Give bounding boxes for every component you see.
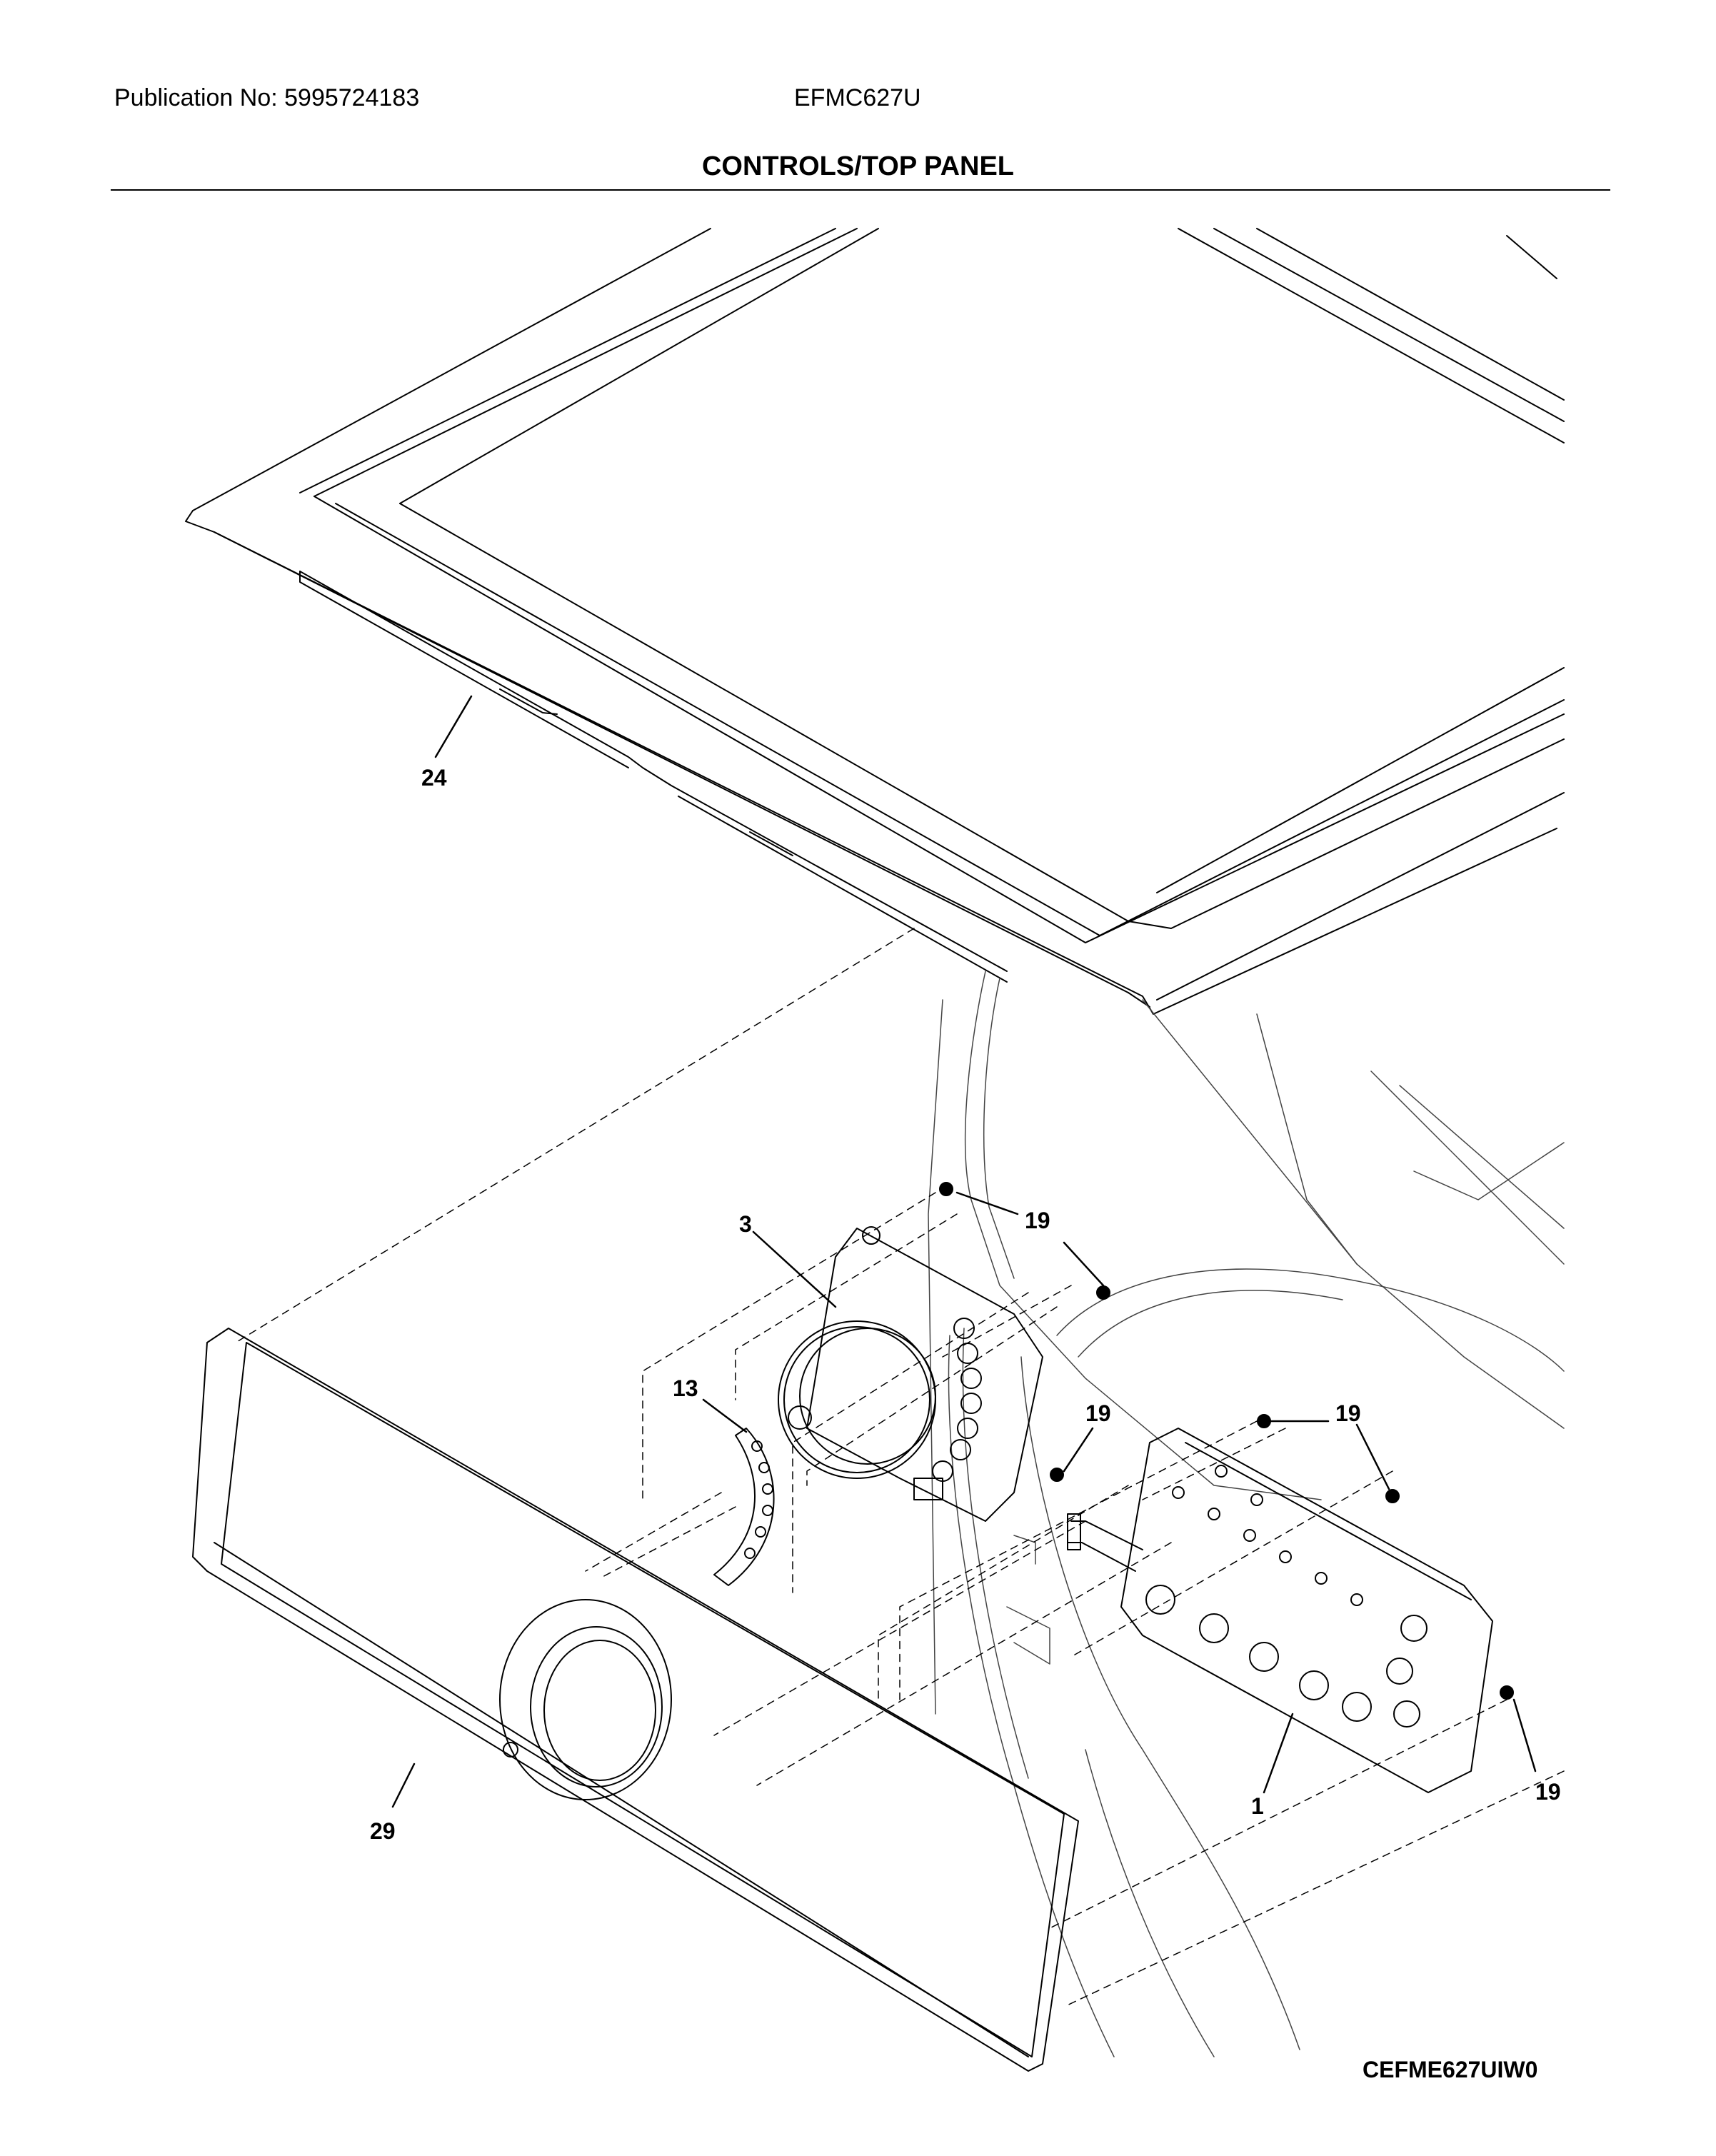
section-title: CONTROLS/TOP PANEL <box>701 151 1015 181</box>
cabinet-outline <box>928 971 1565 2057</box>
callout-19-top: 19 <box>1025 1208 1050 1233</box>
callout-19-bottom: 19 <box>1535 1779 1561 1805</box>
top-panel <box>185 228 1565 1015</box>
callout-19-mid: 19 <box>1085 1400 1111 1426</box>
light-pipe <box>713 1428 775 1586</box>
callout-24: 24 <box>421 765 447 791</box>
callout-13: 13 <box>673 1375 698 1401</box>
model-number: EFMC627U <box>794 84 921 111</box>
ui-board <box>1067 1428 1493 1793</box>
callout-labels: 24 3 19 13 19 19 29 1 19 <box>370 765 1561 1844</box>
callout-19-board: 19 <box>1335 1400 1361 1426</box>
diagram-code: CEFME627UIW0 <box>1363 2057 1538 2082</box>
leader-lines <box>391 695 1537 1808</box>
control-panel-fascia <box>192 1328 1079 2072</box>
callout-29: 29 <box>370 1818 396 1844</box>
screws <box>939 1182 1514 1700</box>
assembly-lines <box>235 928 1565 2007</box>
publication-number: Publication No: 5995724183 <box>114 84 420 111</box>
selector-assembly <box>778 1226 1043 1522</box>
callout-1: 1 <box>1251 1793 1264 1819</box>
callout-3: 3 <box>739 1211 752 1237</box>
header-divider <box>111 189 1610 191</box>
